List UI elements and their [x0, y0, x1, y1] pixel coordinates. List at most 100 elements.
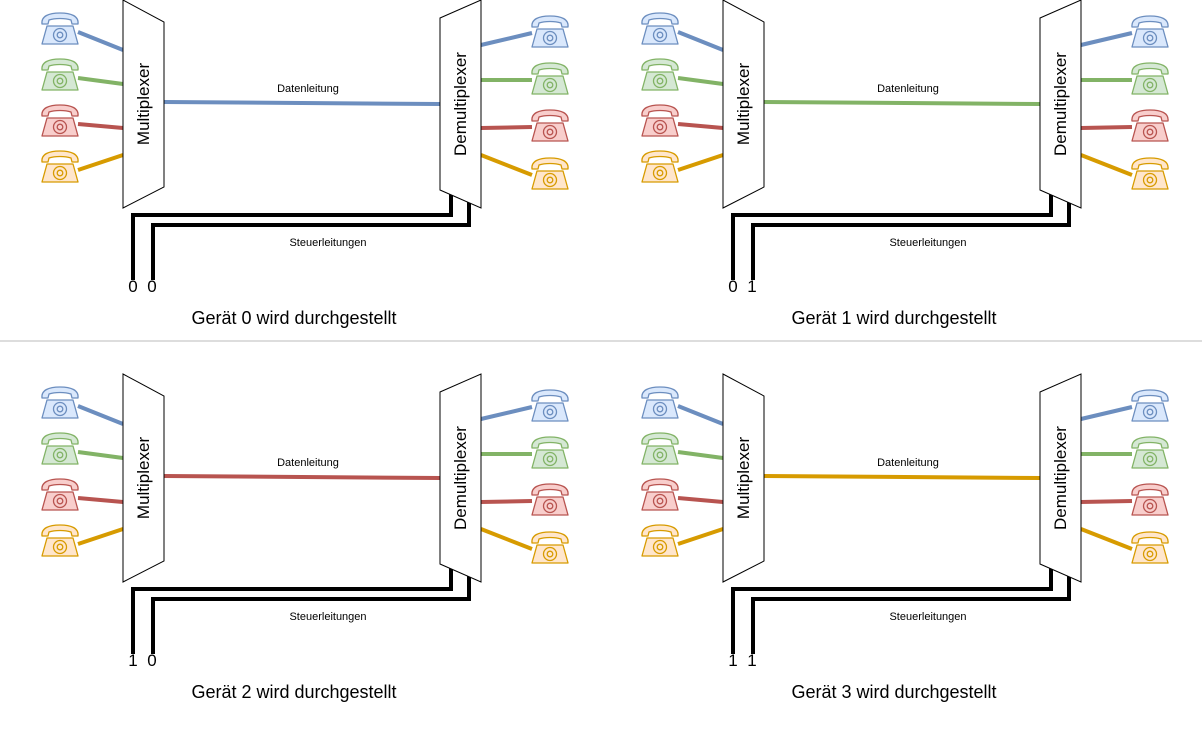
- dial-center: [1146, 502, 1154, 510]
- output-wire-2: [480, 499, 533, 504]
- telephone-icon: [641, 478, 679, 511]
- input-wire-3: [77, 153, 124, 172]
- input-wire-1: [677, 450, 724, 460]
- input-wire-2: [77, 122, 124, 130]
- control-lines-label: Steuerleitungen: [289, 237, 366, 249]
- control-line-high-bit: [731, 190, 1053, 280]
- telephone-icon: [531, 531, 569, 564]
- dial-center: [656, 169, 664, 177]
- control-lines-label: Steuerleitungen: [889, 611, 966, 623]
- telephone-icon: [531, 389, 569, 422]
- control-bit-low: 1: [747, 651, 756, 670]
- control-line-high-bit: [131, 564, 453, 654]
- multiplexer-block: [122, 373, 165, 583]
- handset-shape: [41, 386, 79, 399]
- demultiplexer-label: Demultiplexer: [451, 52, 470, 156]
- telephone-icon: [641, 524, 679, 557]
- dial-center: [56, 497, 64, 505]
- dial-center: [656, 451, 664, 459]
- handset-shape: [531, 389, 569, 402]
- handset-shape: [641, 58, 679, 71]
- input-wire-3: [77, 527, 124, 546]
- input-wire-2: [677, 496, 724, 504]
- handset-shape: [1131, 389, 1169, 402]
- control-lines: [731, 190, 1071, 280]
- telephone-icon: [641, 150, 679, 183]
- data-line: [163, 100, 441, 106]
- telephone-icon: [41, 104, 79, 137]
- telephone-icon: [1131, 531, 1169, 564]
- data-line-label: Datenleitung: [277, 83, 339, 95]
- telephone-icon: [531, 109, 569, 142]
- dial-center: [1146, 34, 1154, 42]
- demultiplexer-block: [1039, 373, 1082, 583]
- dial-center: [546, 128, 554, 136]
- multiplexer-block: [722, 373, 765, 583]
- control-line-low-bit: [751, 576, 1071, 654]
- output-wire-3: [480, 153, 533, 177]
- handset-shape: [41, 478, 79, 491]
- dial-center: [546, 550, 554, 558]
- handset-shape: [1131, 157, 1169, 170]
- dial-center: [546, 176, 554, 184]
- input-wire-0: [77, 404, 124, 426]
- output-wire-0: [1080, 31, 1133, 47]
- data-line: [163, 474, 441, 480]
- handset-shape: [41, 524, 79, 537]
- telephone-icon: [641, 12, 679, 45]
- dial-center: [56, 123, 64, 131]
- multiplexer-label: Multiplexer: [734, 437, 753, 520]
- handset-shape: [641, 150, 679, 163]
- telephone-icon: [641, 58, 679, 91]
- telephone-icon: [41, 524, 79, 557]
- demultiplexer-block: [439, 373, 482, 583]
- handset-shape: [41, 104, 79, 117]
- handset-shape: [531, 157, 569, 170]
- handset-shape: [641, 386, 679, 399]
- telephone-icon: [1131, 436, 1169, 469]
- panel-caption: Gerät 3 wird durchgestellt: [791, 682, 996, 702]
- dial-center: [1146, 81, 1154, 89]
- control-bit-low: 0: [147, 277, 156, 296]
- dial-center: [56, 169, 64, 177]
- output-wire-0: [480, 405, 533, 421]
- handset-shape: [1131, 483, 1169, 496]
- dial-center: [546, 408, 554, 416]
- dial-center: [546, 34, 554, 42]
- control-line-low-bit: [751, 202, 1071, 280]
- telephone-icon: [1131, 157, 1169, 190]
- control-line-high-bit: [131, 190, 453, 280]
- handset-shape: [531, 62, 569, 75]
- output-wire-3: [1080, 153, 1133, 177]
- telephone-icon: [41, 150, 79, 183]
- panel-caption: Gerät 0 wird durchgestellt: [191, 308, 396, 328]
- telephone-icon: [531, 157, 569, 190]
- dial-center: [656, 543, 664, 551]
- telephone-icon: [531, 62, 569, 95]
- control-bit-high: 1: [128, 651, 137, 670]
- output-wire-0: [1080, 405, 1133, 421]
- control-lines: [731, 564, 1071, 654]
- output-wire-0: [480, 31, 533, 47]
- input-wire-0: [677, 404, 724, 426]
- handset-shape: [641, 12, 679, 25]
- output-wire-3: [480, 527, 533, 551]
- panel-caption: Gerät 2 wird durchgestellt: [191, 682, 396, 702]
- input-wire-0: [77, 30, 124, 52]
- telephone-icon: [41, 478, 79, 511]
- dial-center: [656, 31, 664, 39]
- telephone-icon: [41, 58, 79, 91]
- input-wire-2: [677, 122, 724, 130]
- data-line-label: Datenleitung: [877, 83, 939, 95]
- demultiplexer-label: Demultiplexer: [1051, 52, 1070, 156]
- handset-shape: [1131, 109, 1169, 122]
- input-wire-1: [677, 76, 724, 86]
- telephone-icon: [1131, 15, 1169, 48]
- telephone-icon: [1131, 389, 1169, 422]
- telephone-icon: [641, 386, 679, 419]
